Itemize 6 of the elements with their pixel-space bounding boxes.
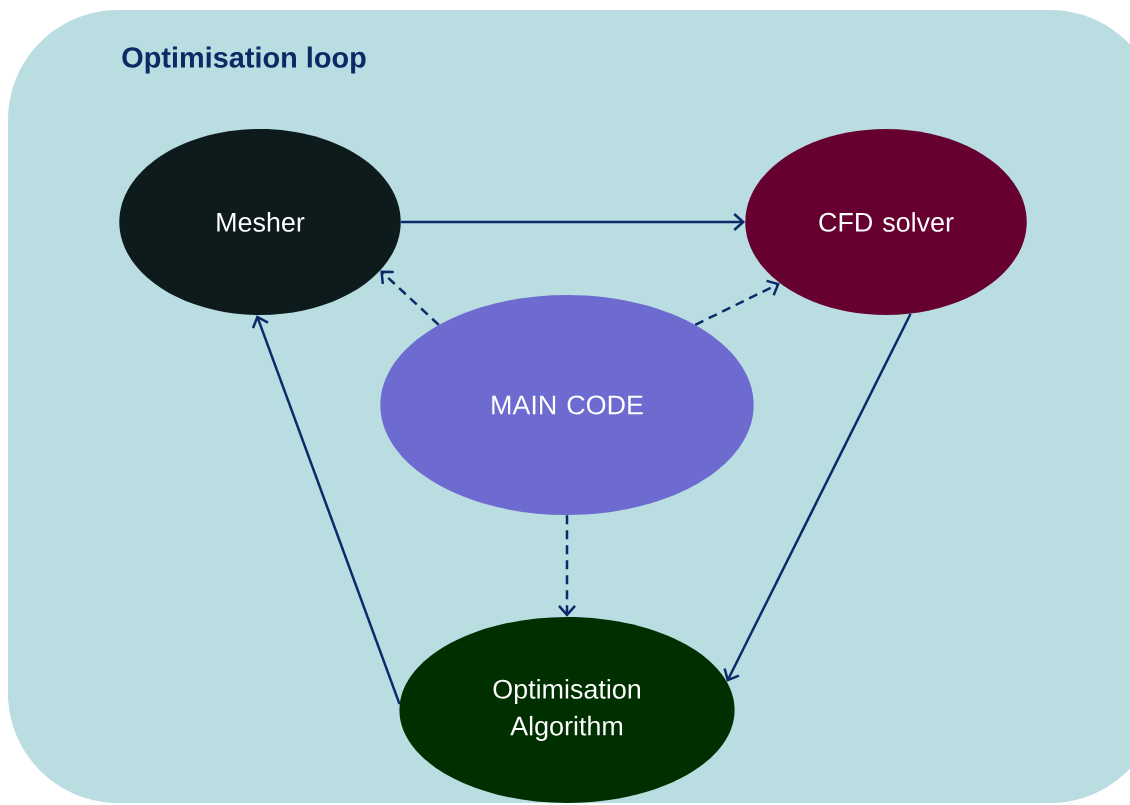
arrow: [694, 279, 780, 326]
arrow: [558, 515, 576, 617]
arrow: [251, 315, 401, 705]
arrow: [380, 270, 440, 326]
arrow: [400, 213, 746, 231]
arrow: [723, 313, 912, 682]
